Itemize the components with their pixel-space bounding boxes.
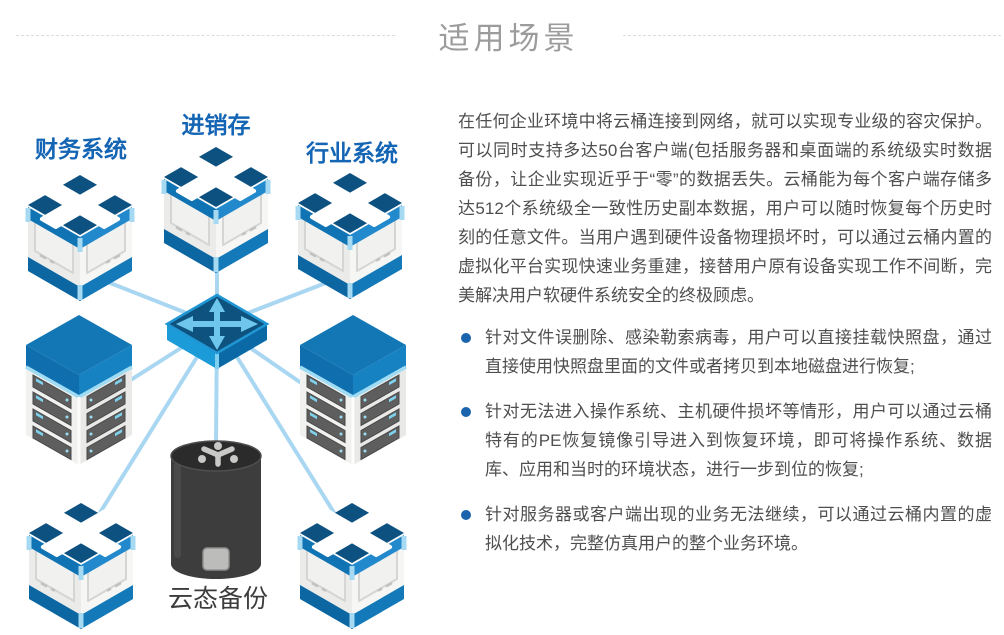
- bullet-dot-icon: [461, 407, 471, 417]
- client-cube-bottom-left-icon: [29, 503, 133, 629]
- scenario-item-snapshot-recovery: 针对文件误删除、感染勒索病毒，用户可以直接挂载快照盘，通过直接使用快照盘里面的文…: [458, 323, 992, 381]
- industry-system-node-icon: [298, 173, 402, 299]
- page-title: 适用场景: [438, 20, 579, 56]
- backup-cylinder-icon: [171, 441, 261, 579]
- scenario-item-virtualization: 针对服务器或客户端出现的业务无法继续，可以通过云桶内置的虚拟化技术，完整仿真用户…: [458, 500, 992, 558]
- scenario-list: 针对文件误删除、感染勒索病毒，用户可以直接挂载快照盘，通过直接使用快照盘里面的文…: [458, 323, 992, 558]
- intro-paragraph: 在任何企业环境中将云桶连接到网络，就可以实现专业级的容灾保护。可以同时支持多达5…: [458, 112, 992, 305]
- backup-cylinder-label: 云态备份: [168, 585, 268, 613]
- finance-system-label: 财务系统: [35, 136, 127, 162]
- section-header: 适用场景: [0, 0, 1004, 70]
- server-tower-left-icon: [26, 315, 132, 465]
- inventory-system-label: 进销存: [182, 112, 251, 138]
- client-cube-bottom-right-icon: [300, 503, 404, 629]
- scenario-item-pe-recovery: 针对无法进入操作系统、主机硬件损坏等情形，用户可以通过云桶特有的PE恢复镜像引导…: [458, 397, 992, 484]
- header-dashed-line-right: [622, 34, 1001, 36]
- header-dashed-line-left: [16, 34, 395, 36]
- bullet-dot-icon: [461, 510, 471, 520]
- inventory-system-node-icon: [164, 147, 268, 273]
- scenario-text: 针对服务器或客户端出现的业务无法继续，可以通过云桶内置的虚拟化技术，完整仿真用户…: [485, 505, 992, 553]
- scenario-text: 针对文件误删除、感染勒索病毒，用户可以直接挂载快照盘，通过直接使用快照盘里面的文…: [485, 328, 992, 376]
- finance-system-node-icon: [28, 175, 132, 301]
- scenario-text: 针对无法进入操作系统、主机硬件损坏等情形，用户可以通过云桶特有的PE恢复镜像引导…: [485, 402, 992, 479]
- bullet-dot-icon: [461, 333, 471, 343]
- server-tower-right-icon: [300, 315, 406, 465]
- network-switch-icon: [167, 295, 267, 369]
- industry-system-label: 行业系统: [305, 140, 398, 166]
- description-panel: 在任何企业环境中将云桶连接到网络，就可以实现专业级的容灾保护。可以同时支持多达5…: [458, 107, 992, 574]
- scenario-network-diagram: 财务系统 进销存 行业系统 云态备份: [0, 112, 455, 635]
